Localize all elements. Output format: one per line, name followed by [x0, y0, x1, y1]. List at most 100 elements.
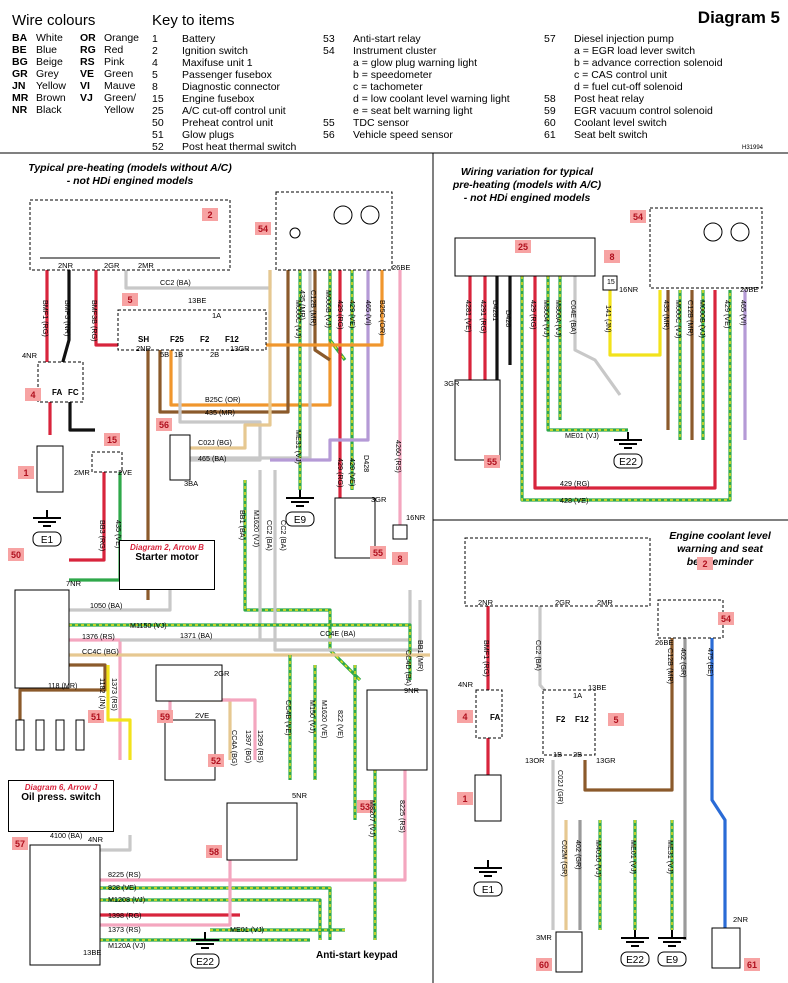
wire-label: 828 (VE)	[108, 883, 136, 892]
key-item-text: b = advance correction solenoid	[574, 57, 723, 69]
item-number: 54	[258, 224, 268, 234]
key-item-text: Anti-start relay	[353, 33, 421, 45]
wire-label: M1620 (VE)	[320, 700, 329, 738]
wire-label: M8207 (VJ)	[368, 800, 377, 837]
fuse-label: F25	[170, 335, 184, 344]
connector-label: 26BE	[392, 263, 410, 272]
connector-label: 9NR	[404, 686, 420, 695]
connector-label: 13GR	[596, 756, 616, 765]
wire-label: 822 (VE)	[336, 710, 345, 738]
connector-label: 4NR	[22, 351, 38, 360]
wire-c12b	[313, 270, 331, 362]
item-badge	[457, 792, 473, 805]
wire-label: B25C (OR)	[205, 395, 241, 404]
speed-sensor	[169, 434, 191, 481]
wire-label: 429 (VE)	[348, 458, 357, 486]
wire-label: CC2 (BA)	[265, 520, 274, 551]
connector-label: 2VE	[118, 468, 132, 477]
callout-oil[interactable]: Diagram 6, Arrow J Oil press. switch	[8, 780, 114, 832]
wire-label: 435 (MR)	[662, 300, 671, 330]
wire-label: CC2 (BA)	[534, 640, 543, 671]
wire-c02jbg	[190, 270, 272, 450]
key-item-text: A/C cut-off control unit	[182, 105, 286, 117]
key-item-text: c = CAS control unit	[574, 69, 668, 81]
item-badge	[515, 240, 531, 253]
wire-label: 8225 (RS)	[108, 870, 141, 879]
fuse-label: F2	[200, 335, 210, 344]
wire-c02j	[178, 350, 262, 462]
wire-colour-name: Yellow	[36, 80, 66, 92]
wire-colour-name: Red	[104, 44, 124, 56]
wire-label: 1371 (BA)	[180, 631, 212, 640]
wire-label: M000C (VJ)	[294, 300, 303, 338]
item-number: 2	[207, 210, 212, 220]
key-item-number: 59	[544, 105, 556, 117]
item-number: 60	[539, 960, 549, 970]
wire-label: 429 (RG)	[560, 479, 590, 488]
wire-cc2	[124, 270, 272, 290]
item-badge	[697, 557, 713, 570]
wire-1050	[69, 590, 172, 612]
connector-label: 1A	[212, 311, 221, 320]
callout-starter-label: Starter motor	[135, 552, 199, 563]
wire-label: C12B (MR)	[309, 290, 318, 326]
earth-tag	[190, 953, 220, 969]
wire-bmf3	[60, 270, 71, 366]
key-item-text: Post heat relay	[574, 93, 645, 105]
wire-label: CC2 (BA)	[279, 520, 288, 551]
item-number: 53	[360, 802, 370, 812]
wire-label: 1376 (RS)	[82, 632, 115, 641]
wire-b25c2	[230, 270, 384, 347]
wire-label: 465 (BA)	[198, 454, 226, 463]
wire-1182	[106, 665, 132, 760]
anti-start-relay	[366, 689, 428, 771]
wire-label: M000B (VJ)	[324, 290, 333, 328]
key-item-number: 53	[323, 33, 335, 45]
key-item: e = seat belt warning light	[323, 105, 533, 117]
item-number: 8	[609, 252, 614, 262]
wire-cc2c	[273, 470, 422, 652]
key-item-text: a = glow plug warning light	[353, 57, 478, 69]
key-item-number: 15	[152, 93, 164, 105]
key-item-text: a = EGR load lever switch	[574, 45, 696, 57]
maxifuse-unit	[37, 361, 84, 403]
wire-c12bc	[583, 638, 674, 792]
wire-label: 465 (VI)	[364, 300, 373, 326]
wire-colour-name: Green	[104, 68, 134, 80]
key-legend: Key to items	[152, 12, 752, 32]
wire-label: C12B (MR)	[666, 648, 675, 684]
connector-label: 5NR	[292, 791, 308, 800]
item-number: 59	[160, 712, 170, 722]
wire-m8004	[546, 276, 628, 432]
fuse-label: SH	[138, 335, 149, 344]
key-item-text: Diesel injection pump	[574, 33, 674, 45]
wire-label: ME31 (VJ)	[294, 430, 303, 464]
callout-starter[interactable]: Diagram 2, Arrow B Starter motor	[119, 540, 215, 590]
speedometer-gauge	[333, 205, 353, 225]
connector-label: 2MR	[597, 598, 613, 607]
glow-plug	[55, 719, 65, 751]
item-number: 4	[30, 390, 35, 400]
wire-label: 435 (MR)	[205, 408, 235, 417]
anti-start-keypad-label: Anti-start keypad	[316, 950, 398, 961]
wire-label: 1299 (RS)	[256, 730, 265, 763]
item-badge	[8, 548, 24, 561]
key-item-number: 54	[323, 45, 335, 57]
connector-label: 13OR	[525, 756, 545, 765]
caption-left-text: Typical pre-heating (models without A/C)…	[28, 162, 232, 187]
item-badge	[202, 208, 218, 221]
connector-label: 3GR	[371, 495, 387, 504]
key-item-text: d = low coolant level warning light	[353, 93, 510, 105]
connector-label: 1B	[553, 750, 562, 759]
reference-code: H31994	[742, 145, 764, 151]
